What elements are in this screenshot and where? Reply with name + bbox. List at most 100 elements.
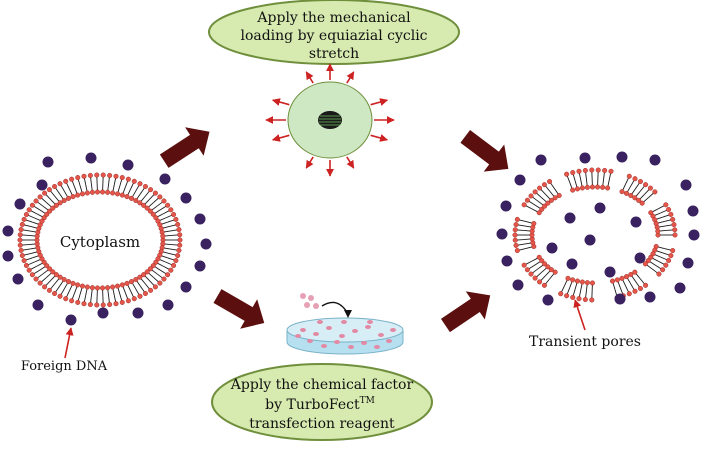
lipid-head — [81, 301, 87, 307]
lipid-head — [175, 253, 181, 259]
arrow-chemical-to-pores — [440, 291, 491, 333]
lipid-head — [570, 277, 576, 283]
lipid-head — [542, 203, 548, 209]
lipid-head — [29, 272, 35, 278]
lipid-head — [663, 262, 669, 268]
lipid-head — [589, 297, 595, 303]
lipid-head — [524, 197, 530, 203]
lipid-head — [23, 262, 29, 268]
lipid-head — [105, 285, 111, 291]
stretched-cell — [265, 63, 395, 177]
lipid-head — [37, 280, 43, 286]
lipid-head — [532, 275, 538, 281]
nucleus-texture — [319, 115, 341, 126]
lipid-head — [521, 262, 527, 268]
lipid-head — [512, 227, 518, 233]
lipid-head — [152, 190, 158, 196]
lipid-head — [161, 276, 167, 282]
lipid-head — [75, 192, 81, 198]
lipid-head — [147, 208, 153, 214]
cytoplasm-label: Cytoplasm — [60, 233, 140, 251]
reagent-particle — [386, 339, 392, 343]
lipid-head — [536, 210, 542, 216]
dna-particle — [65, 314, 77, 326]
lipid-head — [548, 267, 554, 273]
lipid-head — [44, 211, 50, 217]
falling-droplets — [300, 293, 319, 309]
dna-particle — [514, 174, 526, 186]
lipid-head — [133, 197, 139, 203]
lipid-head — [47, 266, 53, 272]
lipid-head — [100, 189, 106, 195]
stretch-arrow — [305, 156, 314, 169]
lipid-head — [69, 176, 75, 182]
lipid-head — [632, 176, 638, 182]
lipid-head — [131, 296, 137, 302]
lipid-head — [168, 207, 174, 213]
mechanical-loading-ellipse — [208, 0, 460, 65]
lipid-head — [624, 190, 630, 196]
lipid-head — [632, 269, 638, 275]
lipid-head — [671, 222, 677, 228]
lipid-head — [512, 237, 518, 243]
dna-particle — [687, 205, 699, 217]
dna-particle — [132, 307, 144, 319]
lipid-head — [47, 208, 53, 214]
lipid-head — [574, 278, 580, 284]
lipid-head — [542, 261, 548, 267]
lipid-head — [602, 167, 608, 173]
lipid-head — [147, 266, 153, 272]
lipid-bilayer-intact — [17, 172, 183, 308]
reagent-particle — [313, 332, 319, 336]
lipid-head — [115, 191, 121, 197]
lipid-head — [50, 205, 56, 211]
lipid-head — [57, 181, 63, 187]
arrow-to-chemical — [213, 289, 265, 329]
lipid-head — [582, 297, 588, 303]
lipid-head — [652, 189, 658, 195]
cell-nucleus — [318, 111, 342, 129]
lipid-head — [576, 296, 582, 302]
lipid-head — [637, 179, 643, 185]
lipid-head — [18, 247, 24, 253]
lipid-head — [639, 200, 645, 206]
lipid-head — [637, 285, 643, 291]
lipid-head — [541, 182, 547, 188]
lipid-head — [177, 237, 183, 243]
lipid-head — [552, 195, 558, 201]
cell-with-transient-pores: Transient pores — [496, 151, 700, 350]
lipid-head — [137, 293, 143, 299]
stretch-arrow — [271, 134, 290, 142]
lipid-head — [128, 195, 134, 201]
lipid-head — [41, 215, 47, 221]
lipid-head — [79, 283, 85, 289]
foreign-dna-pointer — [64, 327, 74, 359]
lipid-head — [152, 284, 158, 290]
lipid-head — [105, 189, 111, 195]
lipid-head — [556, 192, 562, 198]
lipid-head — [521, 202, 527, 208]
process-arrows — [159, 127, 509, 333]
dna-particle — [584, 234, 596, 246]
lipid-head — [42, 284, 48, 290]
lipid-head — [632, 195, 638, 201]
lipid-head — [171, 262, 177, 268]
dna-particle — [535, 154, 547, 166]
lipid-head — [141, 202, 147, 208]
dna-particle — [616, 151, 628, 163]
dna-particle — [512, 279, 524, 291]
lipid-head — [176, 227, 182, 233]
lipid-head — [171, 212, 177, 218]
chemical-factor-ellipse — [211, 363, 433, 441]
dna-particle — [566, 258, 578, 270]
lipid-head — [52, 184, 58, 190]
lipid-head — [144, 269, 150, 275]
lipid-head — [539, 206, 545, 212]
lipid-head — [605, 185, 611, 191]
lipid-head — [670, 216, 676, 222]
lipid-head — [75, 175, 81, 181]
lipid-head — [110, 190, 116, 196]
reagent-particle — [374, 345, 380, 349]
lipid-head — [137, 200, 143, 206]
